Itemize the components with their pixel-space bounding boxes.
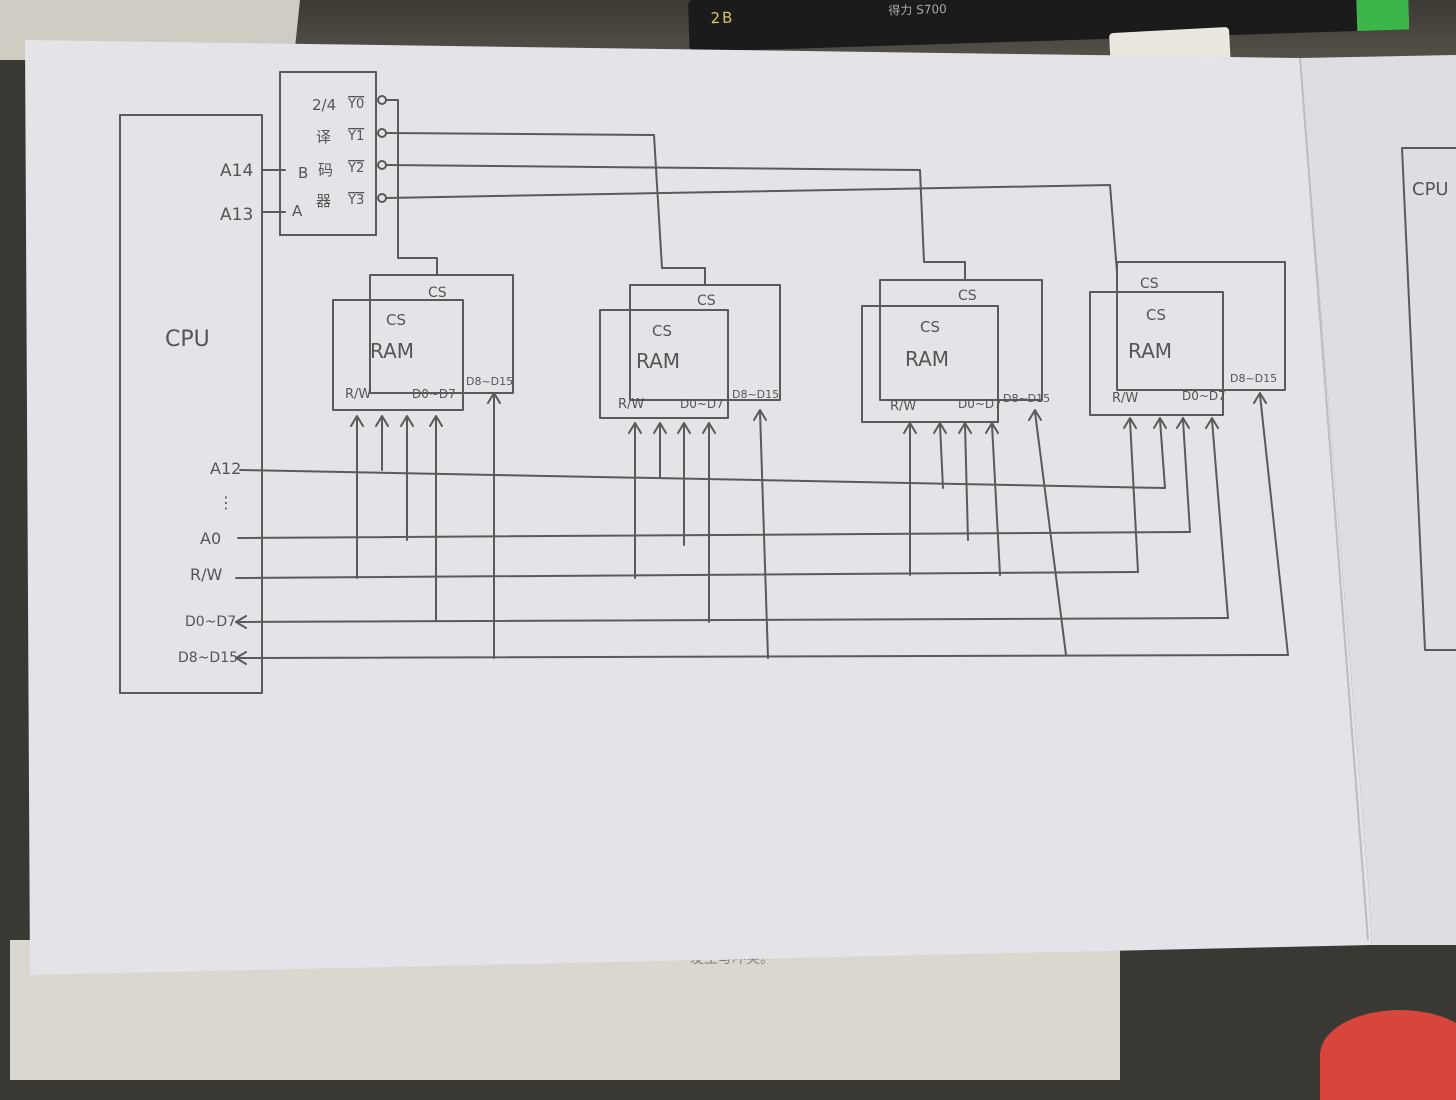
ram1-rw: R/W: [345, 387, 371, 402]
ram4-data-low: D0~D7: [1182, 389, 1226, 403]
pin-rw-label: R/W: [190, 565, 223, 584]
bus-d8d15: [235, 654, 1289, 659]
decoder-name-2: 译: [316, 128, 331, 146]
ram2-data-low: D0~D7: [680, 397, 724, 411]
decoder-block: [279, 71, 377, 236]
ram1-back: [369, 274, 514, 394]
ram4-back-cs: CS: [1140, 276, 1159, 292]
pin-a0-label: A0: [200, 529, 221, 548]
ram3-data-low: D0~D7: [958, 397, 1002, 411]
ram3-back-cs: CS: [958, 288, 977, 304]
decoder-input-a: A: [292, 202, 303, 220]
ram1-back-cs: CS: [428, 285, 447, 301]
decoder-input-b: B: [298, 164, 308, 182]
ram3-front: [861, 305, 999, 423]
pin-a14-label: A14: [220, 161, 253, 181]
decoder-name-4: 器: [316, 192, 331, 210]
ram1-data-low: D0~D7: [412, 387, 456, 401]
pin-d0d7-label: D0~D7: [185, 614, 236, 630]
ram4-label: RAM: [1128, 339, 1172, 363]
ram2-cs: CS: [652, 322, 672, 340]
decoder-name-1: 2/4: [312, 96, 336, 114]
cpu-label: CPU: [165, 327, 210, 352]
ram2-back: [629, 284, 781, 401]
wire-y3: [385, 184, 1118, 273]
wire-y1: [385, 132, 706, 286]
ram3-cs: CS: [920, 318, 940, 336]
bus-a12: [239, 469, 1166, 489]
ram2-data-high: D8~D15: [732, 388, 779, 401]
ram2-label: RAM: [636, 349, 680, 373]
second-page-cpu-block: [1401, 147, 1456, 651]
pin-a12-label: A12: [210, 459, 241, 478]
paper-sheet-right: [1300, 55, 1456, 945]
decoder-out-y0: Y0: [347, 97, 364, 112]
ram3-rw: R/W: [890, 399, 916, 414]
ram4-cs: CS: [1146, 306, 1166, 324]
wire-y2: [385, 164, 966, 281]
cpu-block: [119, 114, 263, 694]
ram4-rw: R/W: [1112, 391, 1138, 406]
bus-d0d7: [235, 617, 1229, 623]
ram4-front: [1089, 291, 1224, 416]
decoder-out-y2: Y2: [347, 161, 364, 176]
ram1-label: RAM: [370, 339, 414, 363]
ram3-back: [879, 279, 1043, 401]
ram1-front: [332, 299, 464, 411]
ram2-back-cs: CS: [697, 293, 716, 309]
ram3-data-high: D8~D15: [1003, 392, 1050, 405]
ram4-back: [1116, 261, 1286, 391]
ram2-front: [599, 309, 729, 419]
bus-rw: [235, 571, 1139, 579]
ram1-data-high: D8~D15: [466, 375, 513, 388]
decoder-name-3: 码: [318, 161, 333, 179]
ram2-rw: R/W: [618, 397, 644, 412]
ram1-cs: CS: [386, 311, 406, 329]
wire-y0: [385, 99, 438, 276]
decoder-out-y3: Y3: [347, 193, 364, 208]
pin-ellipsis: ⋮: [218, 493, 234, 512]
decoder-out-y1: Y1: [347, 129, 364, 144]
ram3-label: RAM: [905, 347, 949, 371]
paper-sheet: [25, 40, 1372, 975]
ram4-data-high: D8~D15: [1230, 372, 1277, 385]
second-page-cpu-label: CPU: [1412, 179, 1449, 200]
pin-d8d15-label: D8~D15: [178, 650, 238, 666]
pin-a13-label: A13: [220, 205, 253, 225]
bus-a0: [237, 531, 1191, 539]
